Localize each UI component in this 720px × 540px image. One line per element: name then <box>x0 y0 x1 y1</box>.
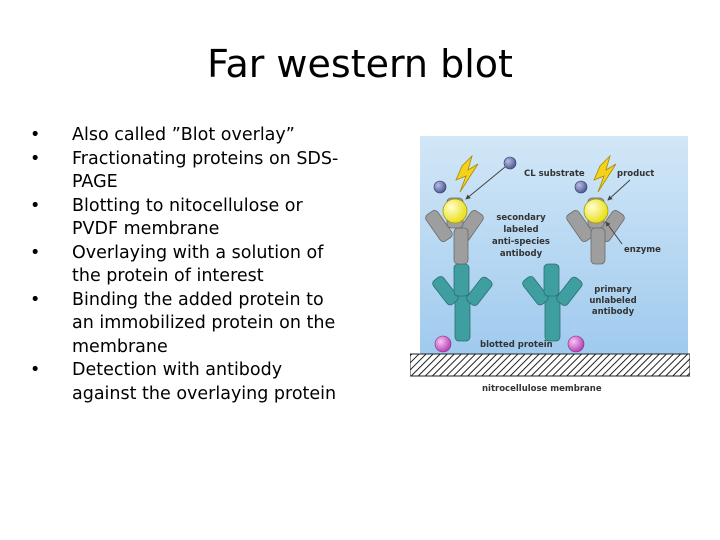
bullet-item: Also called ”Blot overlay” <box>30 124 350 148</box>
enzyme-icon <box>583 198 609 224</box>
product-label: product <box>617 169 654 179</box>
membrane-label: nitrocellulose membrane <box>482 384 602 394</box>
flash-icon <box>455 154 479 193</box>
cl-substrate-label: CL substrate <box>524 169 585 179</box>
enzyme-label: enzyme <box>624 245 661 255</box>
arrow-icon <box>607 179 631 201</box>
enzyme-icon <box>442 198 468 224</box>
substrate-icon <box>574 180 588 194</box>
slide-title: Far western blot <box>207 42 513 86</box>
blotted-protein-label: blotted protein <box>480 340 553 350</box>
bullet-item: Fractionating proteins on SDS-PAGE <box>30 148 350 195</box>
substrate-icon <box>433 180 447 194</box>
arrow-icon <box>605 221 623 245</box>
membrane-strip <box>410 353 690 377</box>
substrate-icon <box>503 156 517 170</box>
bullet-item: Detection with antibody against the over… <box>30 359 350 406</box>
secondary-antibody-label: anti-species <box>492 237 550 247</box>
bullet-item: Blotting to nitocellulose or PVDF membra… <box>30 195 350 242</box>
bullet-item: Overlaying with a solution of the protei… <box>30 242 350 289</box>
blotted-protein-icon <box>434 335 452 353</box>
blotted-protein-icon <box>567 335 585 353</box>
secondary-antibody-label: labeled <box>503 225 538 235</box>
arrow-icon <box>465 166 506 200</box>
secondary-antibody-label: secondary <box>496 213 546 223</box>
primary-antibody-icon <box>432 263 493 342</box>
primary-antibody-label: antibody <box>592 307 635 317</box>
flash-icon <box>593 154 617 193</box>
secondary-antibody-label: antibody <box>500 249 543 259</box>
primary-antibody-label: primary <box>594 285 632 295</box>
far-western-diagram: nitrocellulose membrane blotted protein <box>410 136 690 394</box>
bullet-item: Binding the added protein to an immobili… <box>30 289 350 360</box>
primary-antibody-icon <box>522 263 583 342</box>
bullet-list: Also called ”Blot overlay” Fractionating… <box>30 124 350 406</box>
primary-antibody-label: unlabeled <box>589 296 636 306</box>
